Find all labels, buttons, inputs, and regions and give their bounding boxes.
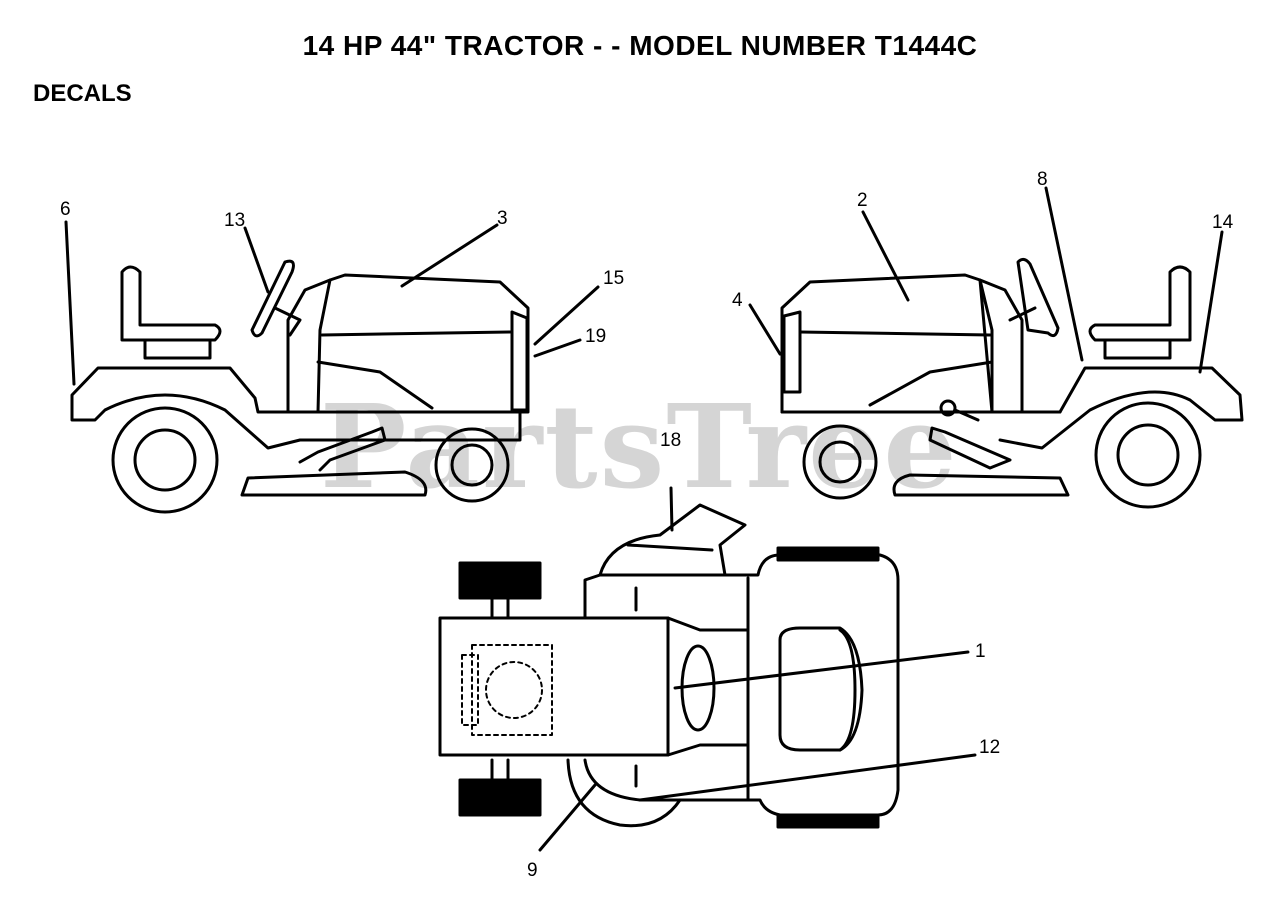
left-steering-wheel — [250, 259, 295, 338]
left-steering-column — [273, 306, 302, 337]
top-seat — [778, 626, 864, 752]
callout-15: 15 — [603, 268, 624, 289]
tractor-right-side-view — [748, 186, 1244, 509]
callout-8: 8 — [1037, 169, 1048, 190]
callout-3: 3 — [497, 208, 508, 229]
right-hood — [780, 273, 994, 414]
top-body — [583, 553, 900, 817]
callout-19: 19 — [585, 326, 606, 347]
top-rear-wheel-lower — [776, 813, 880, 829]
page-title: 14 HP 44" TRACTOR - - MODEL NUMBER T1444… — [302, 30, 978, 61]
left-dash — [286, 278, 332, 414]
left-seat-base — [143, 338, 212, 360]
right-front-wheel — [802, 424, 878, 500]
top-front-wheel-lower — [458, 778, 542, 817]
tractor-top-view — [438, 486, 977, 852]
section-heading: DECALS — [33, 80, 132, 107]
tractor-left-side-view — [64, 220, 600, 514]
right-seat — [1088, 265, 1192, 342]
top-front-wheel-upper — [458, 561, 542, 600]
right-mower-deck — [892, 473, 1070, 497]
right-steering-wheel — [1016, 257, 1060, 338]
left-rear-fender — [70, 366, 522, 450]
callout-1: 1 — [975, 641, 986, 662]
callout-18: 18 — [660, 430, 681, 451]
right-rear-wheel — [1094, 401, 1202, 509]
callout-14: 14 — [1212, 212, 1234, 233]
top-grass-chute — [598, 503, 747, 577]
left-seat — [120, 265, 222, 342]
callout-12: 12 — [979, 737, 1000, 758]
callout-9: 9 — [527, 860, 538, 881]
callout-6: 6 — [60, 199, 71, 220]
callout-4: 4 — [732, 290, 743, 311]
callout-labels: 1 2 3 4 6 8 9 12 13 14 15 18 19 — [60, 169, 1234, 881]
left-front-wheel — [434, 427, 510, 503]
callout-2: 2 — [857, 190, 868, 211]
left-hood — [318, 273, 530, 414]
callout-13: 13 — [224, 210, 245, 231]
left-rear-wheel — [111, 406, 219, 514]
right-rear-fender — [998, 366, 1244, 450]
right-dash — [978, 278, 1024, 414]
left-mower-deck — [240, 470, 428, 497]
